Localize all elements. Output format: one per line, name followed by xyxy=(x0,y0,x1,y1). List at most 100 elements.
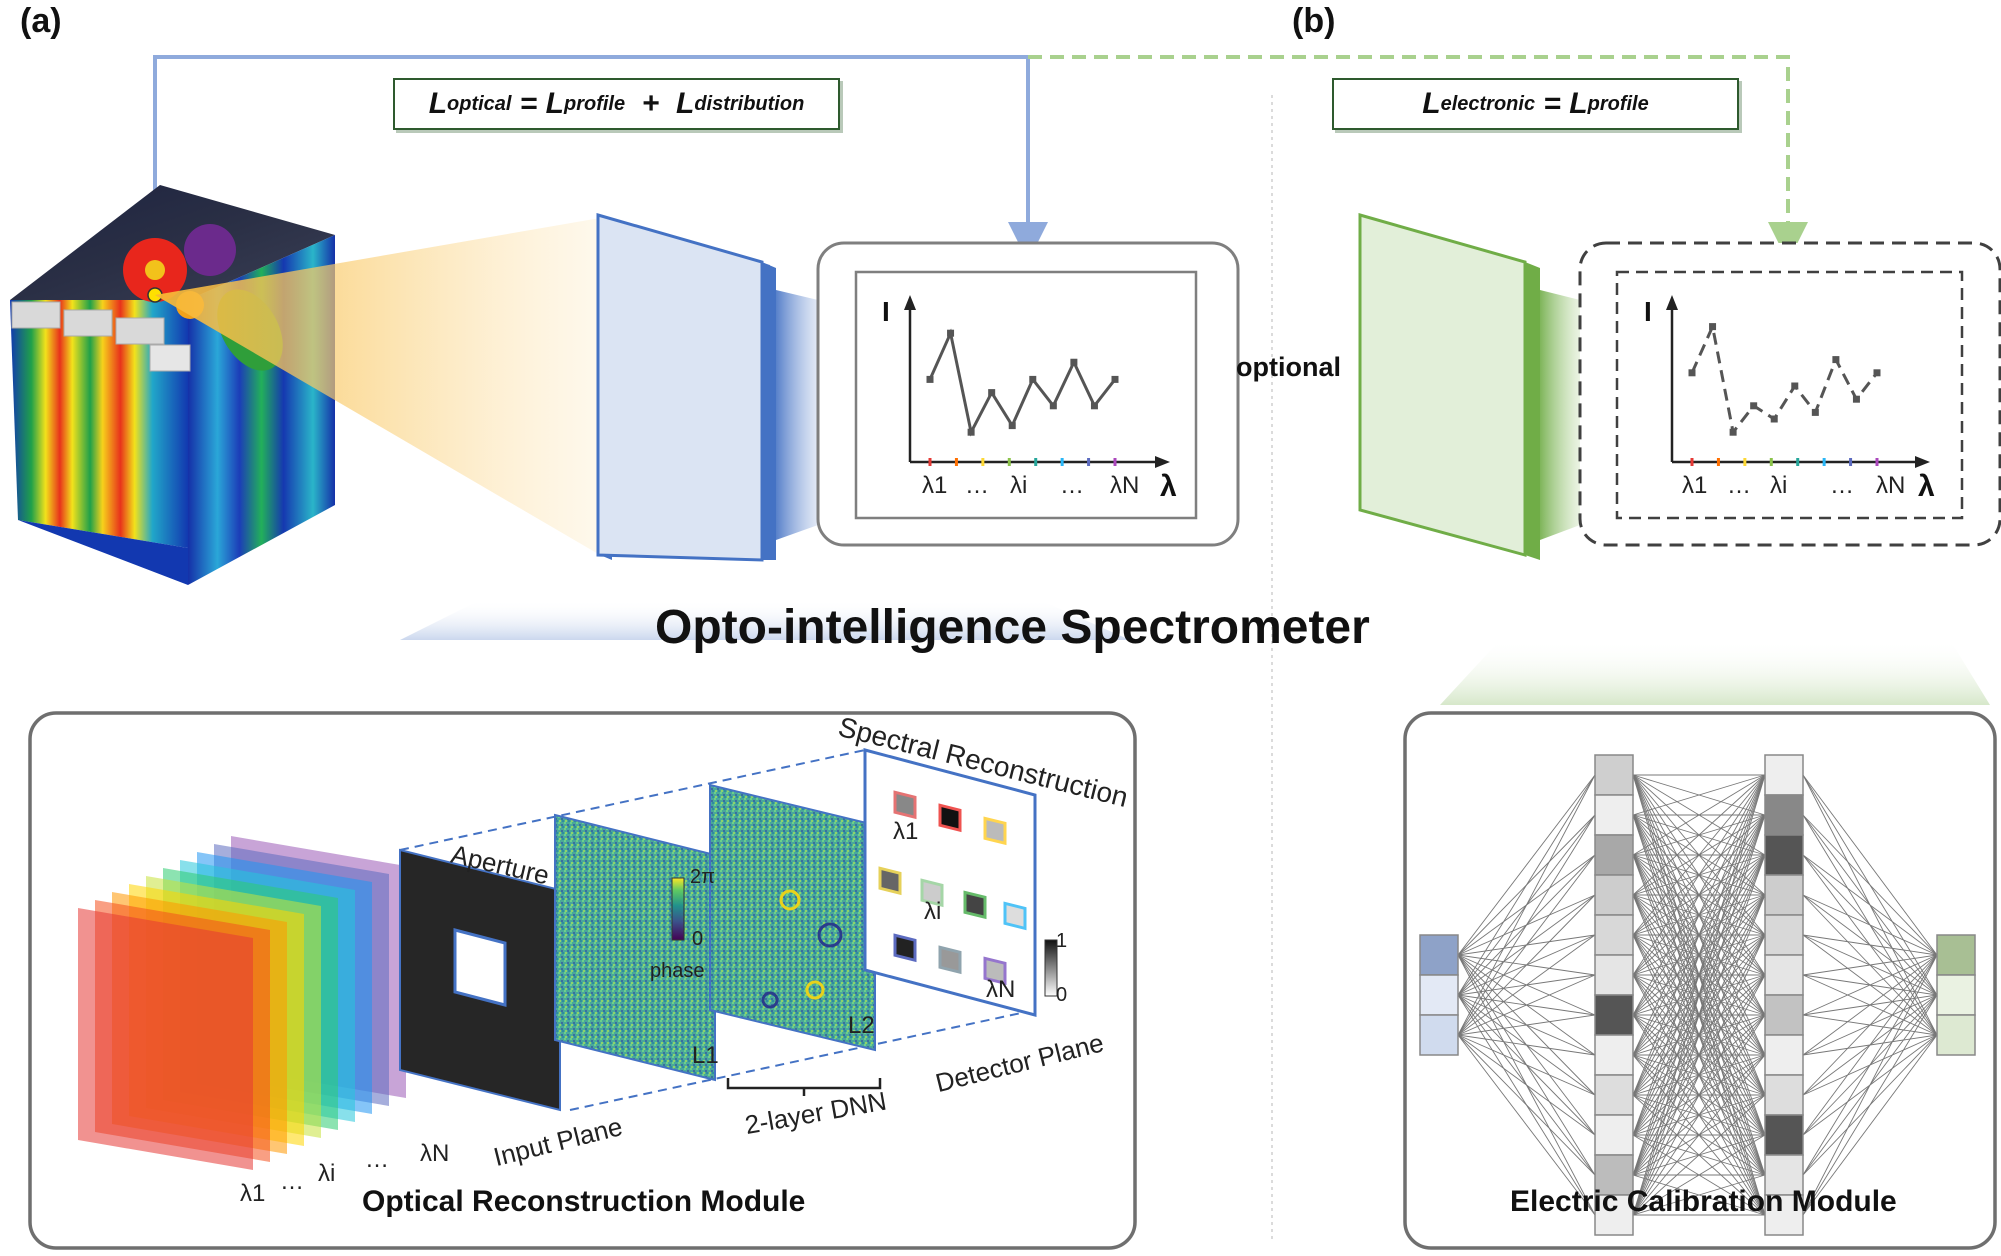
neuron xyxy=(1936,934,1976,976)
x-axis-label: λ xyxy=(1918,470,1935,503)
optical-module-title: Optical Reconstruction Module xyxy=(362,1185,806,1218)
neuron xyxy=(1764,954,1804,996)
neuron xyxy=(1594,954,1634,996)
loss-symbol: L xyxy=(1422,87,1441,120)
neuron xyxy=(1594,1194,1634,1236)
projection-lines xyxy=(399,749,1036,1111)
neuron xyxy=(1764,1074,1804,1116)
loss-symbol: L xyxy=(1569,87,1588,120)
wavelength-slice xyxy=(78,908,253,1170)
neuron xyxy=(1594,1034,1634,1076)
neuron xyxy=(1419,1014,1459,1056)
neuron xyxy=(1594,834,1634,876)
plus-sign: + xyxy=(625,87,676,120)
phase-colorbar xyxy=(671,877,685,941)
neuron xyxy=(1764,1194,1804,1236)
layer-l1-label: L1 xyxy=(692,1042,719,1069)
data-point xyxy=(1111,375,1119,383)
detector-lambdai-label: λi xyxy=(924,898,942,925)
loss-symbol: L xyxy=(675,87,695,120)
neuron xyxy=(1764,1154,1804,1196)
equals-sign: = xyxy=(1535,87,1570,120)
x-axis-label: λ xyxy=(1160,470,1177,503)
optional-label: optional xyxy=(1236,352,1341,382)
data-point xyxy=(1688,369,1696,377)
neuron xyxy=(1764,754,1804,796)
y-axis-label: I xyxy=(1644,296,1652,327)
diffractive-layer-2 xyxy=(709,783,876,1052)
layer-l2-label: L2 xyxy=(848,1012,875,1039)
intensity-colorbar xyxy=(1044,939,1058,997)
intensity-min-label: 0 xyxy=(1056,984,1068,1006)
stack-lambda1-label: λ1 xyxy=(240,1180,266,1207)
panel-label-a: (a) xyxy=(20,2,62,40)
phase-label: phase xyxy=(650,960,705,982)
detector-region xyxy=(963,890,987,920)
data-point xyxy=(1029,375,1037,383)
neuron xyxy=(1594,1114,1634,1156)
neuron xyxy=(1764,994,1804,1036)
neuron xyxy=(1764,794,1804,836)
stack-ellipsis-label: … xyxy=(280,1168,304,1195)
neuron xyxy=(1764,834,1804,876)
data-point xyxy=(1049,402,1057,410)
data-point xyxy=(1832,356,1840,364)
detector-region xyxy=(893,933,917,963)
main-title: Opto-intelligence Spectrometer xyxy=(655,601,1370,654)
detector-lambdaN-label: λN xyxy=(986,976,1016,1003)
loss-subscript: profile xyxy=(564,92,626,115)
detector-region xyxy=(938,945,962,975)
tick-label-ellipsis: … xyxy=(965,472,989,499)
data-point xyxy=(1008,422,1016,430)
loss-subscript: electronic xyxy=(1440,92,1536,115)
neuron xyxy=(1764,1114,1804,1156)
neuron xyxy=(1936,1014,1976,1056)
neuron xyxy=(1594,754,1634,796)
detector-region xyxy=(983,956,1007,986)
loss-subscript: profile xyxy=(1587,92,1649,115)
loss-symbol: L xyxy=(545,87,564,120)
neuron xyxy=(1594,794,1634,836)
data-point xyxy=(1852,395,1860,403)
detector-region xyxy=(938,803,962,833)
dnn-bracket xyxy=(726,1078,882,1096)
data-point xyxy=(1770,415,1778,423)
phase-max-label: 2π xyxy=(690,866,715,888)
light-beam xyxy=(155,218,600,555)
detector-region xyxy=(920,878,944,908)
tick-label-lambda1: λ1 xyxy=(922,472,948,499)
loss-subscript: optical xyxy=(447,92,512,115)
tick-label-ellipsis: … xyxy=(1830,472,1854,499)
hyperspectral-cube xyxy=(10,185,335,585)
neuron xyxy=(1594,1074,1634,1116)
network-connections xyxy=(1457,774,1938,1216)
data-point xyxy=(1791,382,1799,390)
neural-network xyxy=(1419,754,1976,1236)
neuron xyxy=(1764,1034,1804,1076)
y-axis-label: I xyxy=(882,296,890,327)
stack-lambdai-label: λi xyxy=(318,1160,336,1187)
aperture-plane xyxy=(399,848,561,1112)
equals-sign: = xyxy=(511,87,546,120)
stack-ellipsis-label: … xyxy=(365,1146,389,1173)
data-point xyxy=(1070,358,1078,366)
neuron xyxy=(1764,914,1804,956)
tick-label-ellipsis: … xyxy=(1727,472,1751,499)
detector-lambda1-label: λ1 xyxy=(893,818,919,845)
optical-feedback-line xyxy=(153,55,1048,295)
intensity-max-label: 1 xyxy=(1056,930,1068,952)
data-point xyxy=(1873,369,1881,377)
tick-label-lambdaN: λN xyxy=(1110,472,1140,499)
phase-min-label: 0 xyxy=(692,928,704,950)
tick-label-lambdai: λi xyxy=(1010,472,1028,499)
detector-region xyxy=(983,816,1007,846)
tick-label-lambdai: λi xyxy=(1770,472,1788,499)
neuron xyxy=(1594,914,1634,956)
data-point xyxy=(926,375,934,383)
detector-region xyxy=(1003,901,1027,931)
data-point xyxy=(1811,408,1819,416)
spectrum-chart-electronic xyxy=(1578,241,2001,547)
